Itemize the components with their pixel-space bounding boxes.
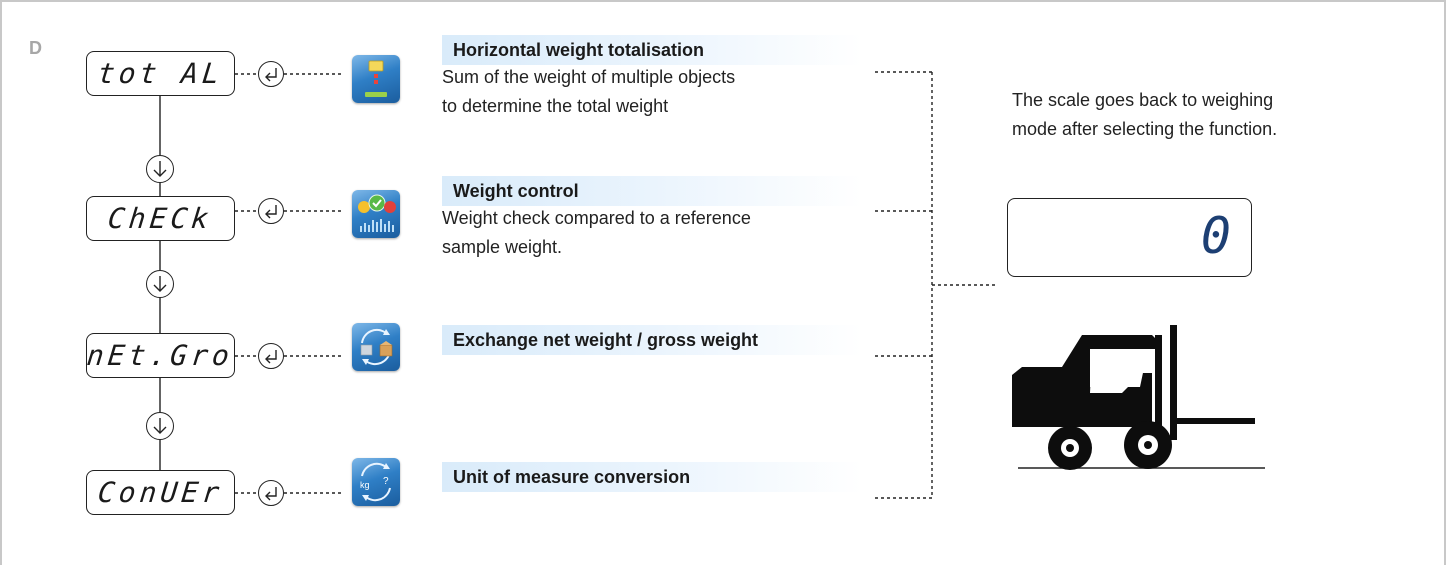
function-title-totalisation: Horizontal weight totalisation	[442, 35, 862, 65]
unit-conversion-icon: kg ?	[352, 458, 400, 506]
function-title-net-gross: Exchange net weight / gross weight	[442, 325, 862, 355]
note-line: The scale goes back to weighing	[1012, 90, 1274, 110]
lcd-check: ChECk	[86, 196, 235, 241]
enter-icon	[258, 480, 284, 506]
scale-display: 0	[1007, 198, 1252, 277]
function-title-weight-control: Weight control	[442, 176, 862, 206]
net-gross-exchange-icon	[352, 323, 400, 371]
description-line: Weight check compared to a reference	[442, 208, 751, 228]
weight-control-icon	[352, 190, 400, 238]
return-to-weighing-note: The scale goes back to weighing mode aft…	[1012, 86, 1412, 143]
section-letter: D	[29, 38, 42, 58]
down-glyphs	[153, 161, 167, 434]
description-line: sample weight.	[442, 236, 563, 257]
enter-icon	[258, 198, 284, 224]
lcd-total: tot AL	[86, 51, 235, 96]
svg-text:?: ?	[383, 476, 389, 487]
description-line: Sum of the weight of multiple objects	[442, 67, 736, 87]
enter-glyphs	[265, 68, 277, 501]
lcd-convert: ConUEr	[86, 470, 235, 515]
enter-icon	[258, 343, 284, 369]
totalisation-icon	[352, 55, 400, 103]
enter-icon	[258, 61, 284, 87]
display-value: 0	[1200, 207, 1231, 265]
description-line: to determine the total weight	[442, 95, 669, 116]
forklift-icon	[1012, 325, 1265, 470]
function-title-unit-conversion: Unit of measure conversion	[442, 462, 862, 492]
function-description-weight-control: Weight check compared to a reference sam…	[442, 204, 882, 261]
lcd-net-gross: nEt.Gro	[86, 333, 235, 378]
function-description-totalisation: Sum of the weight of multiple objects to…	[442, 63, 882, 120]
svg-text:kg: kg	[360, 480, 370, 490]
note-line: mode after selecting the function.	[1012, 118, 1278, 139]
